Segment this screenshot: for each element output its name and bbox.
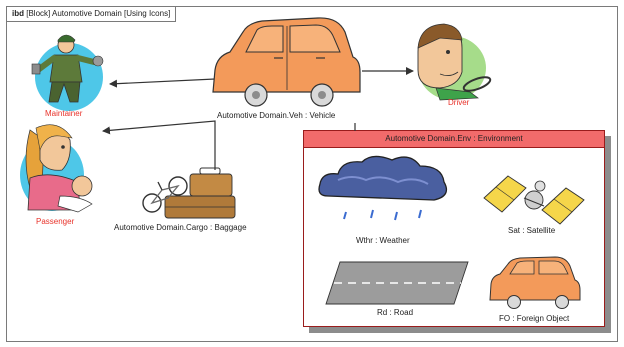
environment-title: Automotive Domain.Env : Environment [304, 131, 604, 148]
satellite-label: Sat : Satellite [508, 226, 556, 235]
maintainer-label: Maintainer [45, 109, 83, 118]
diagram-header-tab: ibd [Block] Automotive Domain [Using Ico… [7, 7, 177, 22]
diagram-kind: ibd [12, 9, 24, 18]
cargo-label: Automotive Domain.Cargo : Baggage [114, 223, 247, 232]
diagram-title: [Block] Automotive Domain [Using Icons] [26, 9, 171, 18]
weather-label: Wthr : Weather [356, 236, 410, 245]
foreign-object-label: FO : Foreign Object [499, 314, 570, 323]
environment-block[interactable]: Automotive Domain.Env : Environment [303, 130, 605, 327]
road-label: Rd : Road [377, 308, 414, 317]
vehicle-label: Automotive Domain.Veh : Vehicle [217, 111, 336, 120]
driver-label: Driver [448, 98, 470, 107]
passenger-label: Passenger [36, 217, 75, 226]
